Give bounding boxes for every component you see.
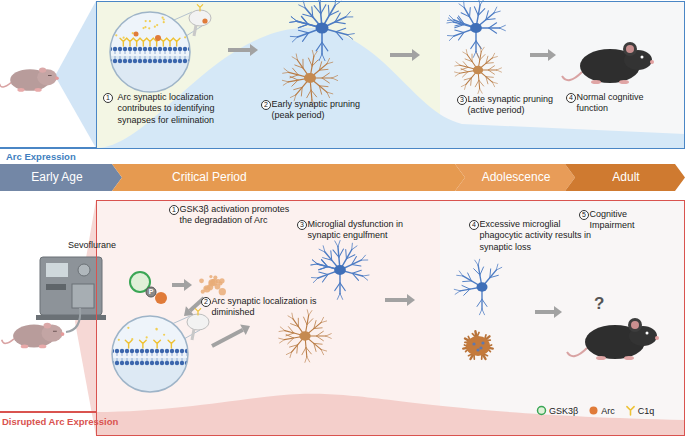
mouse-pup bbox=[2, 323, 65, 349]
step-text: Late synaptic pruning (active period) bbox=[468, 94, 570, 117]
microglia bbox=[279, 310, 332, 363]
stage-label: Early Age bbox=[0, 164, 122, 191]
flow-arrow bbox=[385, 294, 415, 306]
gsk3b-complex bbox=[130, 272, 167, 304]
device-label: Sevoflurane bbox=[68, 240, 116, 250]
panel-box: Arc synaptic localization contributes to… bbox=[96, 1, 685, 149]
legend-swatch bbox=[625, 405, 636, 416]
chevron-shape bbox=[112, 164, 465, 191]
chevron-shape bbox=[565, 164, 685, 191]
flow-arrow bbox=[212, 324, 250, 346]
step-text: Microglial dysfunction in synaptic engul… bbox=[308, 219, 418, 242]
legend-swatch bbox=[588, 405, 599, 416]
adult-mouse bbox=[562, 42, 654, 84]
microglia bbox=[282, 50, 337, 105]
baseline bbox=[0, 411, 96, 413]
stage-label: Adult bbox=[565, 164, 685, 191]
step-text: Arc synaptic localization contributes to… bbox=[118, 92, 240, 127]
step-text: Arc synaptic localization is diminished bbox=[212, 296, 326, 319]
neuron bbox=[454, 259, 502, 315]
mouse-pup bbox=[0, 67, 59, 91]
callout-number: 1 bbox=[103, 93, 113, 103]
curve-label: Disrupted Arc Expression bbox=[2, 416, 118, 427]
flow-arrow bbox=[228, 44, 258, 56]
question-mark: ? bbox=[594, 294, 604, 314]
flow-arrow bbox=[172, 279, 192, 291]
step-text: Normal cognitive function bbox=[577, 92, 661, 115]
panel-bg bbox=[440, 200, 685, 436]
legend-text: C1q bbox=[638, 406, 655, 416]
step-text: Early synaptic pruning (peak period) bbox=[272, 99, 382, 122]
microglia bbox=[463, 331, 493, 359]
timeline-stage: Adolescence bbox=[455, 164, 575, 191]
legend-item: Arc bbox=[588, 405, 615, 416]
stage-label: Critical Period bbox=[112, 164, 465, 191]
chevron-outline bbox=[112, 164, 465, 191]
step-text: Excessive microglial phagocytic activity… bbox=[480, 219, 592, 254]
flow-arrow bbox=[535, 306, 562, 318]
callout-number: 4 bbox=[469, 220, 479, 230]
legend: GSK3β Arc C1q bbox=[536, 405, 654, 416]
neuron bbox=[311, 240, 369, 299]
panel-box: GSK3β activation promotes the degradatio… bbox=[96, 200, 685, 436]
synapse-zoom bbox=[110, 309, 209, 396]
callout-number: 4 bbox=[566, 93, 576, 103]
step-text: Cognitive Impairment bbox=[590, 209, 654, 232]
callout-number: 2 bbox=[201, 297, 211, 307]
legend-item: C1q bbox=[625, 405, 655, 416]
phospho-mark: P bbox=[146, 287, 156, 297]
callout-number: 3 bbox=[297, 220, 307, 230]
legend-text: Arc bbox=[601, 406, 615, 416]
synapse-zoom bbox=[108, 5, 211, 96]
timeline-stage: Critical Period bbox=[112, 164, 465, 191]
timeline-stage: Adult bbox=[565, 164, 685, 191]
legend-text: GSK3β bbox=[549, 406, 578, 416]
neuron bbox=[290, 0, 355, 61]
callout-number: 1 bbox=[169, 205, 179, 215]
timeline-stage: Early Age bbox=[0, 164, 122, 191]
callout-number: 2 bbox=[261, 100, 271, 110]
callout-number: 5 bbox=[579, 210, 589, 220]
step-text: GSK3β activation promotes the degradatio… bbox=[180, 204, 294, 227]
baseline bbox=[0, 147, 96, 149]
stage-label: Adolescence bbox=[455, 164, 575, 191]
microglia bbox=[455, 47, 502, 94]
chevron-shape bbox=[0, 164, 122, 191]
chevron-shape bbox=[455, 164, 575, 191]
legend-swatch bbox=[536, 405, 547, 416]
curve-label: Arc Expression bbox=[6, 151, 76, 162]
flow-arrow bbox=[530, 49, 556, 61]
degraded-arc bbox=[199, 275, 226, 295]
zoom-fan bbox=[55, 1, 96, 148]
expression-curve bbox=[96, 394, 685, 436]
adult-mouse bbox=[567, 318, 659, 360]
flow-arrow bbox=[390, 49, 420, 61]
neuron bbox=[447, 0, 505, 57]
callout-number: 3 bbox=[457, 95, 467, 105]
legend-item: GSK3β bbox=[536, 405, 578, 416]
